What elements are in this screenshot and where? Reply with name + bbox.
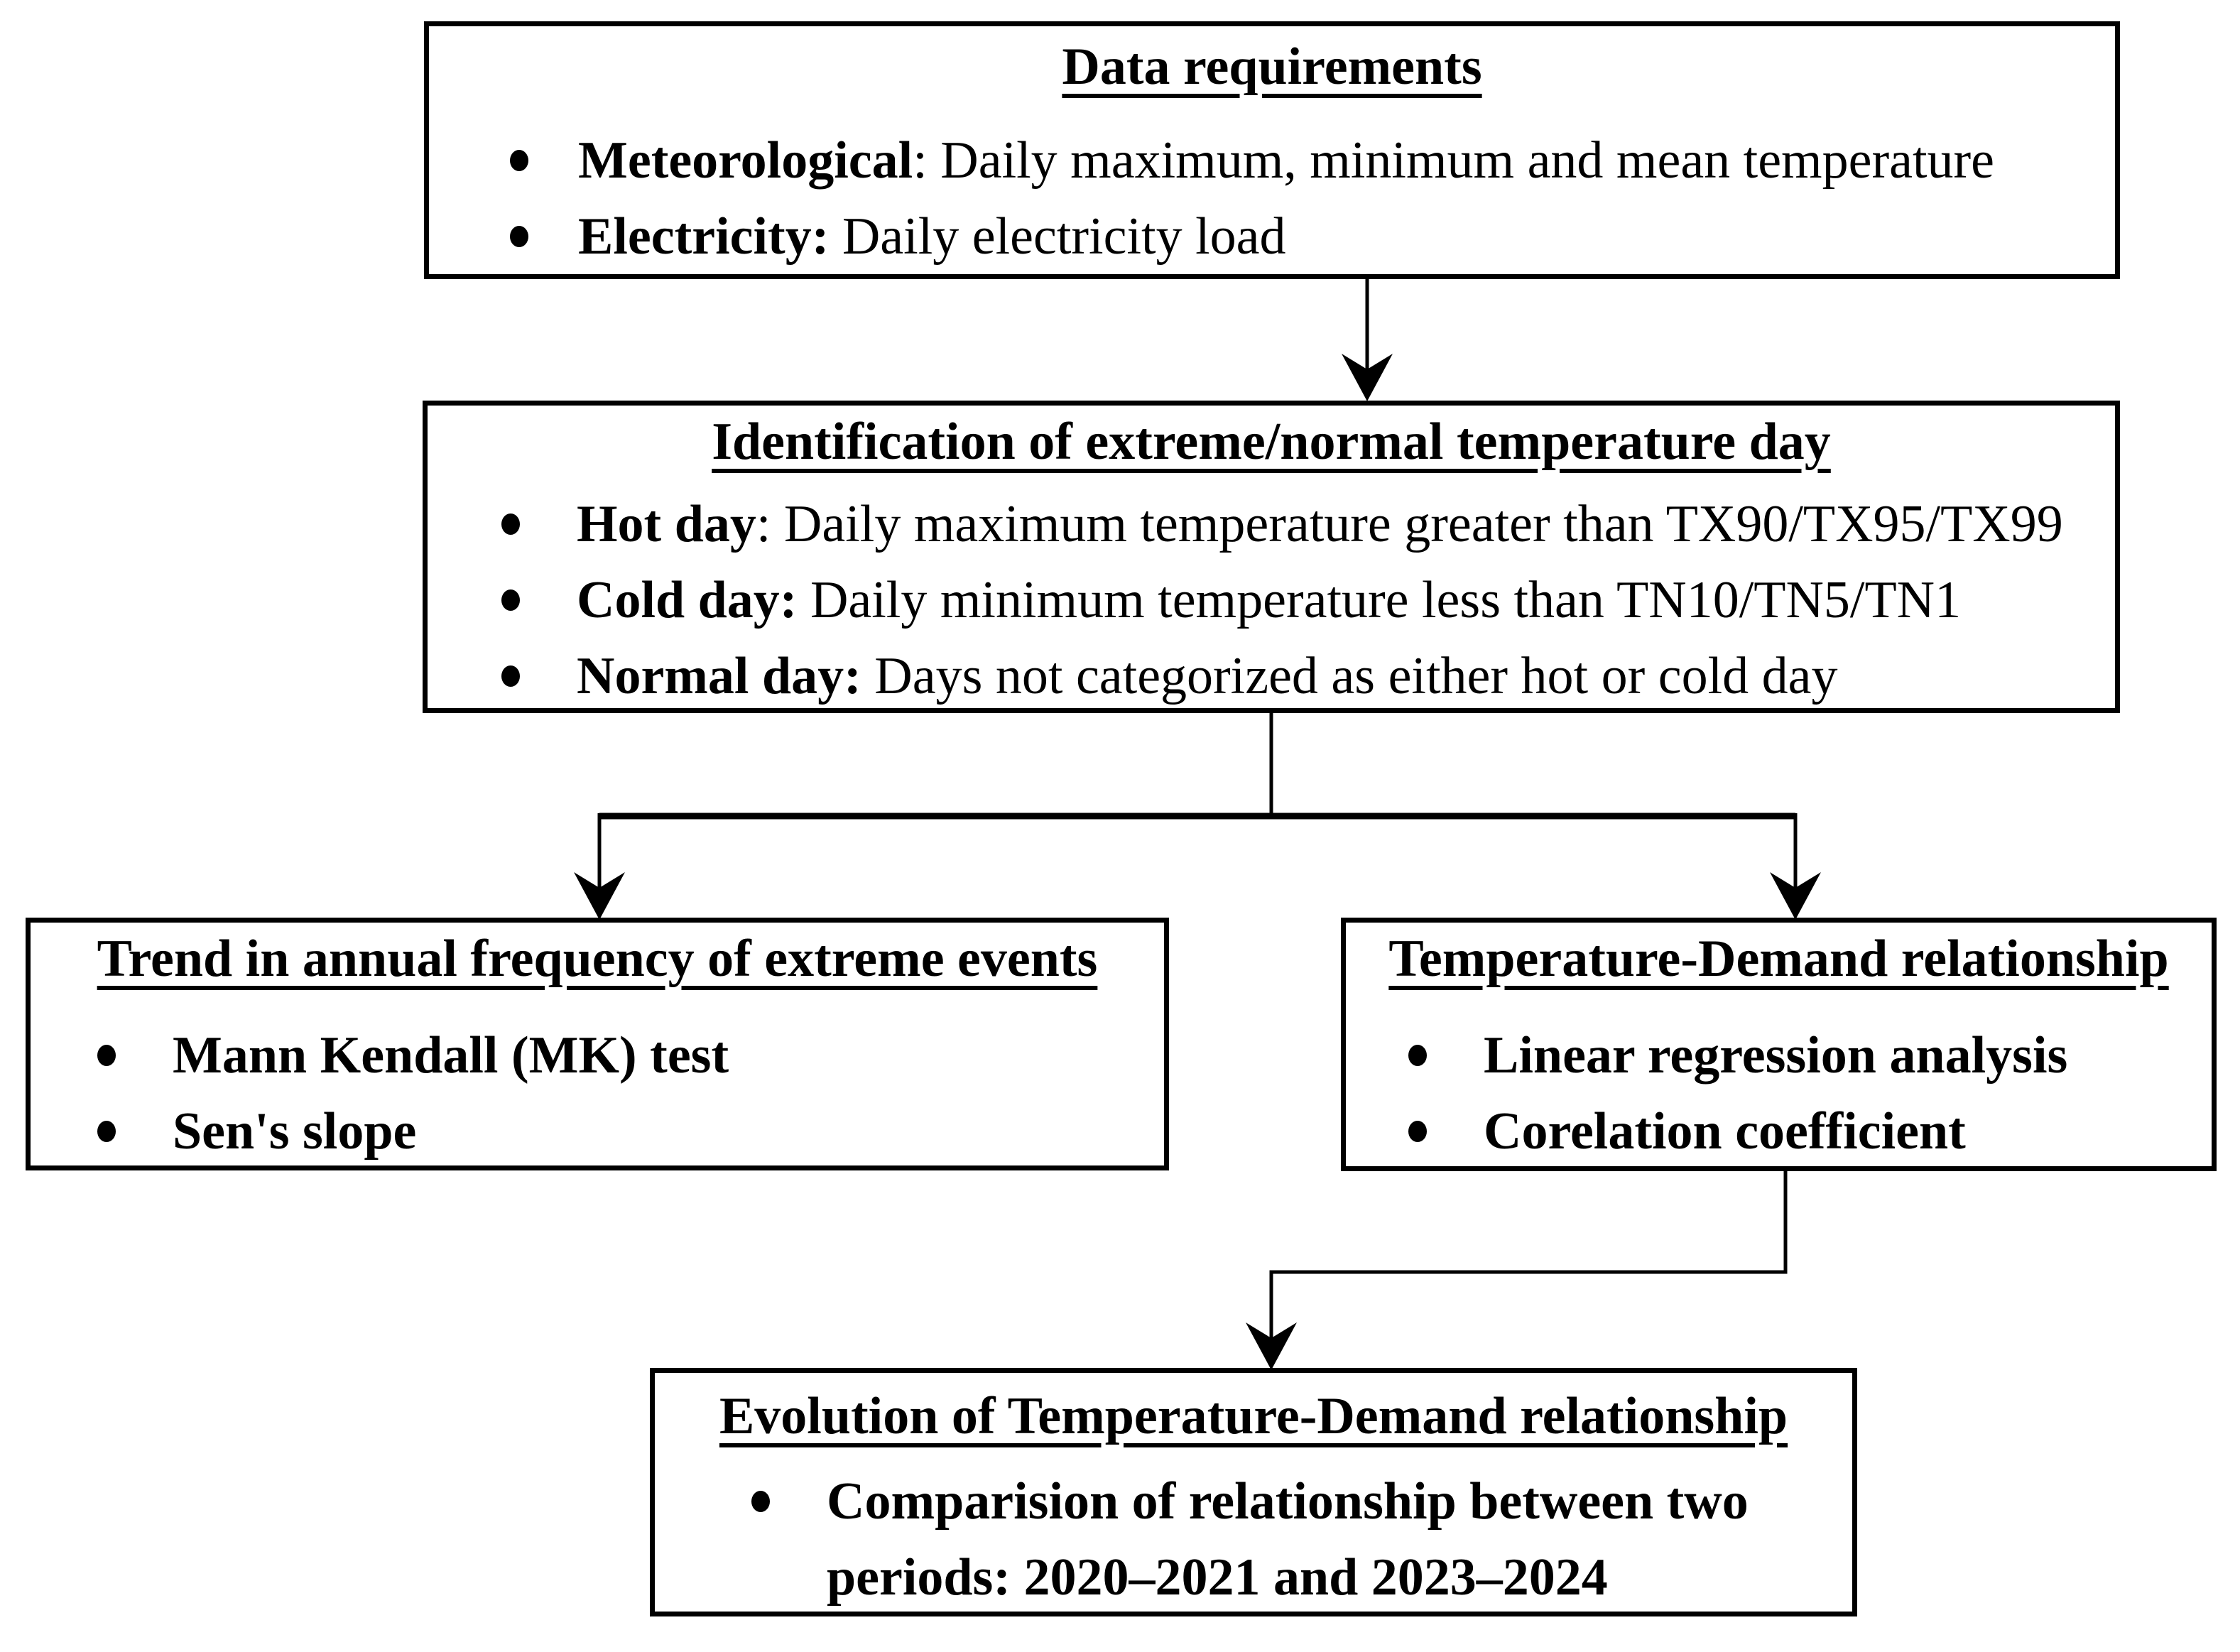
bullet-icon [501,589,520,611]
bullet-icon [1408,1120,1427,1142]
box-trend-extreme-events-title: Trend in annual frequency of extreme eve… [97,930,1098,988]
box-data-requirements-list: Meteorological: Daily maximum, minimum a… [464,123,2079,276]
bullet-text: Electricity: Daily electricity load [578,207,1286,266]
bullet-item: Meteorological: Daily maximum, minimum a… [464,123,2079,199]
arrowhead-box3-icon [574,872,625,920]
bullet-text: Normal day: Days not categorized as eith… [577,647,1838,706]
bullet-icon [510,225,528,247]
bullet-icon [1408,1044,1427,1066]
arrowhead-box4-icon [1770,872,1821,920]
bullet-text: Sen's slope [173,1102,417,1161]
box-trend-extreme-events-list: Mann Kendall (MK) test Sen's slope [52,1018,1143,1170]
bullet-item: Hot day: Daily maximum temperature great… [456,487,2087,563]
box-temperature-demand: Temperature-Demand relationship Linear r… [1341,918,2217,1171]
box-evolution-temperature-demand: Evolution of Temperature-Demand relation… [650,1368,1857,1616]
bullet-item: Normal day: Days not categorized as eith… [456,638,2087,714]
box-temperature-demand-list: Linear regression analysis Corelation co… [1363,1018,2195,1170]
bullet-icon [501,513,520,535]
connector-box4-box5 [1269,1169,1788,1339]
bullet-item: Cold day: Daily minimum temperature less… [456,563,2087,638]
box-evolution-temperature-demand-title: Evolution of Temperature-Demand relation… [719,1387,1788,1445]
bullet-text: Linear regression analysis [1484,1026,2068,1085]
bullet-icon [97,1120,116,1142]
bullet-icon [501,665,520,688]
box-identification-day-list: Hot day: Daily maximum temperature great… [456,487,2087,715]
box-data-requirements: Data requirements Meteorological: Daily … [424,21,2120,279]
box-identification-day-title: Identification of extreme/normal tempera… [712,413,1831,471]
bullet-item: Linear regression analysis [1363,1018,2195,1094]
box-trend-extreme-events: Trend in annual frequency of extreme eve… [26,918,1169,1170]
bullet-text: Hot day: Daily maximum temperature great… [577,494,2063,553]
box-identification-day: Identification of extreme/normal tempera… [423,401,2120,713]
arrowhead-box5-icon [1246,1322,1297,1370]
bullet-item: Electricity: Daily electricity load [464,199,2079,275]
bullet-text: Corelation coefficient [1484,1102,1966,1161]
bullet-text: Mann Kendall (MK) test [173,1026,729,1085]
bullet-icon [97,1044,116,1066]
box-temperature-demand-title: Temperature-Demand relationship [1388,930,2169,988]
bullet-icon [751,1490,770,1512]
bullet-text: Meteorological: Daily maximum, minimum a… [578,131,1994,190]
bullet-item: Mann Kendall (MK) test [52,1018,1143,1094]
bullet-icon [510,149,528,171]
bullet-item: Corelation coefficient [1363,1094,2195,1170]
box-data-requirements-title: Data requirements [1062,38,1482,96]
bullet-text: Cold day: Daily minimum temperature less… [577,570,1962,629]
bullet-item: Sen's slope [52,1094,1143,1170]
arrowhead-box2-icon [1342,354,1393,401]
